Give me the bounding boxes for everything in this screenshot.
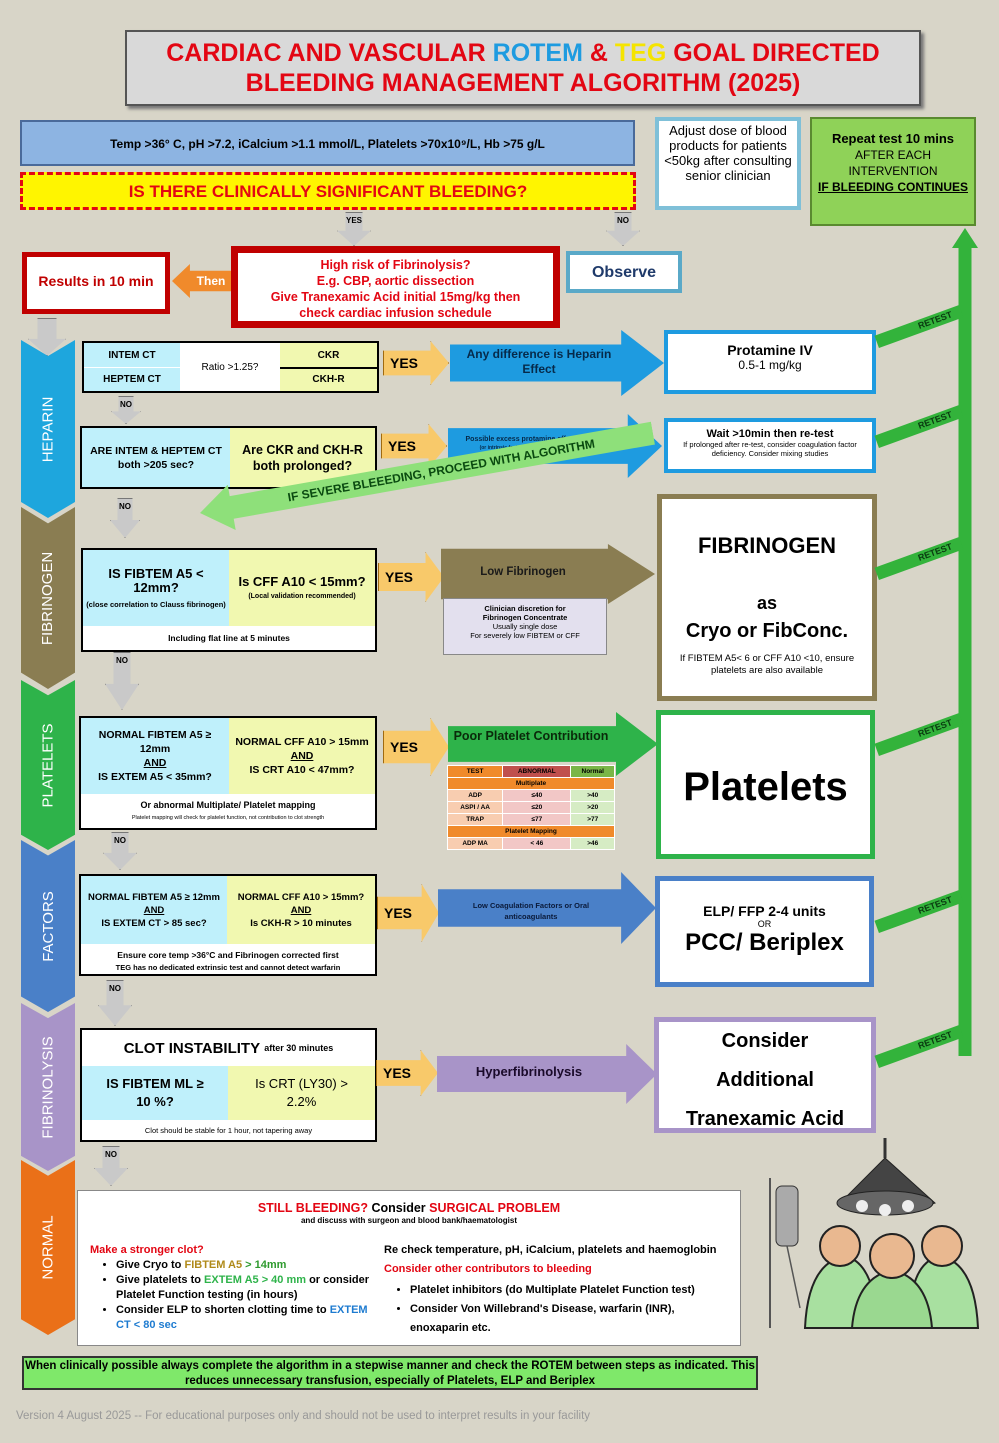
fibrinolysis-box: CLOT INSTABILITY after 30 minutes IS FIB…	[80, 1028, 377, 1142]
heparin-ratio-box: INTEM CT HEPTEM CT Ratio >1.25? CKR CKH-…	[82, 341, 379, 393]
results-10min-box: Results in 10 min	[22, 252, 170, 314]
sidebar-fibrinogen: FIBRINOGEN	[21, 507, 75, 689]
footer-note: When clinically possible always complete…	[22, 1356, 758, 1390]
fibrinogen-no-arrow: NO	[105, 652, 139, 710]
retest-vertical-arrow	[952, 228, 978, 1056]
retest-arrow-3: RETEST	[874, 537, 964, 580]
factors-no-arrow: NO	[98, 980, 132, 1026]
no-down-arrow: NO	[606, 212, 640, 246]
platelets-yes-arrow: YES	[383, 718, 449, 776]
fibrinogen-box: IS FIBTEM A5 < 12mm? (close correlation …	[81, 548, 377, 652]
title-line2: BLEEDING MANAGEMENT ALGORITHM (2025)	[245, 69, 801, 97]
heparin1-yes-arrow: YES	[383, 341, 449, 385]
sidebar-platelets: PLATELETS	[21, 680, 75, 850]
low-factors-arrow: Low Coagulation Factors or Oral anticoag…	[438, 872, 656, 944]
heparin-effect-arrow: Any difference is Heparin Effect	[450, 330, 664, 396]
retest-arrow-1: RETEST	[874, 305, 964, 348]
repeat-test-box: Repeat test 10 mins AFTER EACH INTERVENT…	[810, 117, 976, 226]
fibrinolysis-yes-arrow: YES	[376, 1050, 438, 1096]
platelets-result-box: Platelets	[656, 710, 875, 859]
wait-retest-box: Wait >10min then re-test If prolonged af…	[664, 418, 876, 473]
fibrinogen-result-box: FIBRINOGEN as Cryo or FibConc. If FIBTEM…	[657, 494, 877, 701]
fibrinogen-note: Clinician discretion for Fibrinogen Conc…	[443, 598, 607, 655]
fibrinolysis-no-arrow: NO	[94, 1146, 128, 1186]
surgeons-illustration	[760, 1138, 990, 1338]
protamine-box: Protamine IV 0.5-1 mg/kg	[664, 330, 876, 394]
observe-box: Observe	[566, 251, 682, 293]
heparin2-no-arrow: NO	[110, 498, 140, 538]
title-box: CARDIAC AND VASCULAR ROTEM & TEG GOAL DI…	[125, 30, 921, 106]
retest-arrow-4: RETEST	[874, 713, 964, 756]
normal-box: STILL BLEEDING? Consider SURGICAL PROBLE…	[77, 1190, 741, 1346]
heparin-prolonged-box: ARE INTEM & HEPTEM CT both >205 sec? Are…	[80, 426, 377, 489]
sidebar-fibrinolysis: FIBRINOLYSIS	[21, 1003, 75, 1171]
retest-arrow-5: RETEST	[874, 890, 964, 933]
factors-result-box: ELP/ FFP 2-4 units OR PCC/ Beriplex	[655, 876, 874, 987]
title-line1: CARDIAC AND VASCULAR ROTEM & TEG GOAL DI…	[166, 39, 880, 67]
tranexamic-result-box: Consider Additional Tranexamic Acid	[654, 1017, 876, 1133]
platelets-no-arrow: NO	[103, 832, 137, 870]
low-fibrinogen-arrow: Low Fibrinogen	[441, 544, 655, 604]
factors-yes-arrow: YES	[377, 884, 439, 942]
retest-arrow-6: RETEST	[874, 1025, 964, 1068]
fibrinogen-yes-arrow: YES	[378, 552, 444, 602]
platelet-test-table: TEST ABNORMAL Normal Multiplate ADP ≤40 …	[446, 765, 615, 850]
adjust-dose-note: Adjust dose of blood products for patien…	[655, 117, 801, 210]
hyperfibrinolysis-arrow: Hyperfibrinolysis	[437, 1044, 657, 1104]
fibrinolysis-risk-box: High risk of Fibrinolysis? E.g. CBP, aor…	[231, 246, 560, 328]
version-note: Version 4 August 2025 -- For educational…	[16, 1410, 591, 1422]
retest-arrow-2: RETEST	[874, 405, 964, 448]
bleeding-question: IS THERE CLINICALLY SIGNIFICANT BLEEDING…	[20, 172, 636, 210]
sidebar-normal: NORMAL	[21, 1160, 75, 1335]
sidebar-factors: FACTORS	[21, 840, 75, 1012]
yes-down-arrow: YES	[337, 212, 371, 246]
prerequisites-box: Temp >36° C, pH >7.2, iCalcium >1.1 mmol…	[20, 120, 635, 166]
then-arrow: Then	[172, 264, 236, 298]
heparin1-no-arrow: NO	[111, 396, 141, 424]
sidebar-heparin: HEPARIN	[21, 340, 75, 518]
